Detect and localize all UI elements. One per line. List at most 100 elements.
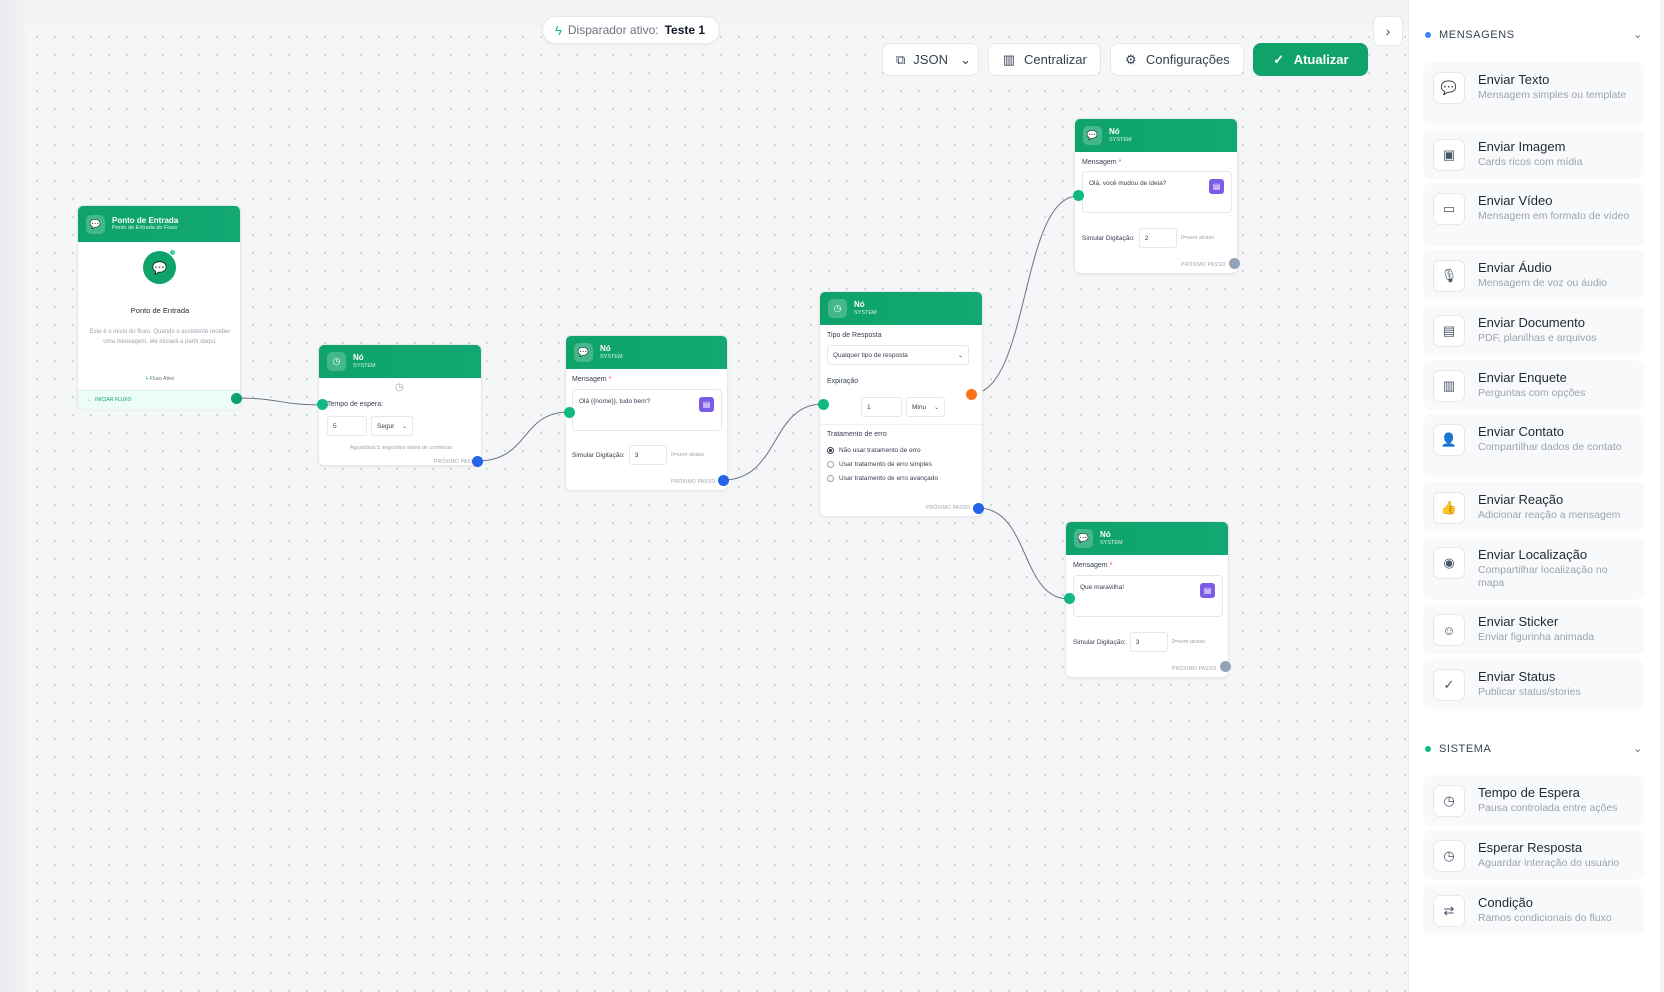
- wait-node-header: ◷ Nó SYSTEM: [319, 345, 481, 378]
- error-handling-label: Tratamento de erro: [827, 431, 887, 438]
- document-icon[interactable]: ▤: [1209, 179, 1224, 194]
- check-icon: ✓: [1273, 51, 1285, 67]
- wait-unit-select[interactable]: Segur⌄: [371, 416, 413, 436]
- palette-item-title: Enviar Localização: [1478, 547, 1588, 562]
- message-node-2[interactable]: 💬 Nó SYSTEM Mensagem * Olá, você mudou d…: [1074, 118, 1238, 274]
- message-textarea[interactable]: Olá {{nome}}, tudo bem? ▤: [572, 389, 722, 431]
- palette-item-desc: Pausa controlada entre ações: [1478, 802, 1618, 814]
- flow-canvas-area[interactable]: ϟ Disparador ativo: Teste 1 ⧉ JSON ⌄ ▥ C…: [0, 0, 1408, 992]
- palette-item-title: Enviar Contato: [1478, 424, 1564, 439]
- message-3-output-port[interactable]: [1220, 661, 1231, 672]
- entry-output-port[interactable]: [231, 393, 242, 404]
- next-step-label: PRÓXIMO PASSO: [1172, 666, 1217, 672]
- error-option-none[interactable]: Não usar tratamento de erro: [827, 447, 938, 454]
- expiration-unit-select[interactable]: Minu⌄: [906, 397, 945, 417]
- update-button[interactable]: ✓ Atualizar: [1252, 43, 1368, 76]
- error-option-advanced[interactable]: Usar tratamento de erro avançado: [827, 475, 938, 482]
- typing-input[interactable]: 2: [1138, 228, 1177, 248]
- response-type-select[interactable]: Qualquer tipo de resposta⌄: [827, 345, 969, 365]
- node-subtitle: SYSTEM: [1109, 136, 1132, 143]
- lightning-icon: ϟ: [555, 22, 562, 38]
- message-node-3[interactable]: 💬 Nó SYSTEM Mensagem * Que maravilha! ▤ …: [1065, 521, 1229, 678]
- palette-item-title: Enviar Status: [1478, 669, 1556, 684]
- response-output-port[interactable]: [973, 503, 984, 514]
- typing-input[interactable]: 3: [628, 445, 667, 465]
- trigger-label: Disparador ativo:: [567, 23, 659, 37]
- json-dropdown-button[interactable]: ⧉ JSON ⌄: [882, 43, 979, 76]
- message-textarea[interactable]: Olá, você mudou de ideia? ▤: [1082, 171, 1232, 213]
- document-icon[interactable]: ▤: [1200, 583, 1215, 598]
- response-input-port[interactable]: [818, 399, 829, 410]
- bar-chart-icon: ▥: [1433, 370, 1465, 402]
- chat-icon: 💬: [1433, 72, 1465, 104]
- messages-section-header[interactable]: MENSAGENS ⌄: [1425, 28, 1643, 41]
- wait-response-node[interactable]: ◷ Nó SYSTEM Tipo de Resposta Qualquer ti…: [819, 291, 983, 517]
- typing-input[interactable]: 3: [1129, 632, 1168, 652]
- section-dot: [1425, 745, 1431, 752]
- typing-label: Simular Digitação:: [1073, 638, 1126, 646]
- message-node-3-header: 💬 Nó SYSTEM: [1066, 522, 1228, 555]
- typing-row: Simular Digitação: 3 0=sem atraso: [1073, 632, 1205, 652]
- lightning-icon: ϟ: [145, 376, 149, 382]
- system-section-header[interactable]: SISTEMA ⌄: [1425, 742, 1643, 755]
- node-subtitle: SYSTEM: [353, 362, 376, 369]
- wait-time-input[interactable]: 5: [327, 416, 367, 436]
- collapse-sidebar-button[interactable]: ›: [1373, 16, 1403, 46]
- active-trigger-pill[interactable]: ϟ Disparador ativo: Teste 1: [542, 16, 721, 44]
- image-icon: ▣: [1433, 139, 1465, 171]
- message-1-input-port[interactable]: [564, 407, 575, 418]
- palette-item-desc: PDF, planilhas e arquivos: [1478, 332, 1597, 344]
- message-2-input-port[interactable]: [1073, 190, 1084, 201]
- settings-button[interactable]: ⚙ Configurações: [1109, 43, 1244, 76]
- microphone-icon: 🎙: [1433, 260, 1465, 292]
- canvas-toolbar: ⧉ JSON ⌄ ▥ Centralizar ⚙ Configurações ✓…: [882, 43, 1368, 76]
- palette-item-desc: Publicar status/stories: [1478, 686, 1581, 698]
- palette-item-desc: Mensagem simples ou template: [1478, 89, 1627, 101]
- message-textarea[interactable]: Que maravilha! ▤: [1073, 575, 1223, 617]
- wait-input-port[interactable]: [317, 399, 328, 410]
- entry-node-subtitle: Ponto de Entrada do Fluxo: [112, 225, 178, 232]
- response-timeout-port[interactable]: [966, 389, 977, 400]
- wait-node[interactable]: ◷ Nó SYSTEM ◷ Tempo de espera: 5 Segur⌄ …: [318, 344, 482, 466]
- chevron-down-icon: ⌄: [959, 51, 971, 67]
- center-label: Centralizar: [1024, 52, 1087, 67]
- message-1-output-port[interactable]: [718, 475, 729, 486]
- message-node-1[interactable]: 💬 Nó SYSTEM Mensagem * Olá {{nome}}, tud…: [565, 335, 728, 491]
- node-subtitle: SYSTEM: [854, 309, 877, 316]
- error-option-simple[interactable]: Usar tratamento de erro simples: [827, 461, 938, 468]
- entry-online-dot: [169, 249, 176, 256]
- section-dot: [1425, 31, 1431, 38]
- expiration-value-input[interactable]: 1: [861, 397, 902, 417]
- entry-node[interactable]: 💬 Ponto de Entrada Ponto de Entrada do F…: [77, 205, 241, 409]
- message-text: Que maravilha!: [1080, 584, 1125, 591]
- entry-start-bar[interactable]: → INICIAR FLUXO: [78, 390, 240, 409]
- message-2-output-port[interactable]: [1229, 258, 1240, 269]
- document-icon[interactable]: ▤: [699, 397, 714, 412]
- entry-heading: Ponto de Entrada: [130, 306, 190, 315]
- clock-icon: ◷: [828, 299, 847, 318]
- divider: [820, 424, 982, 425]
- node-subtitle: SYSTEM: [1100, 539, 1123, 546]
- wait-output-port[interactable]: [472, 456, 483, 467]
- sidebar-scrollbar[interactable]: [1660, 0, 1664, 992]
- chat-icon: 💬: [574, 343, 593, 362]
- center-button[interactable]: ▥ Centralizar: [988, 43, 1101, 76]
- message-3-input-port[interactable]: [1064, 593, 1075, 604]
